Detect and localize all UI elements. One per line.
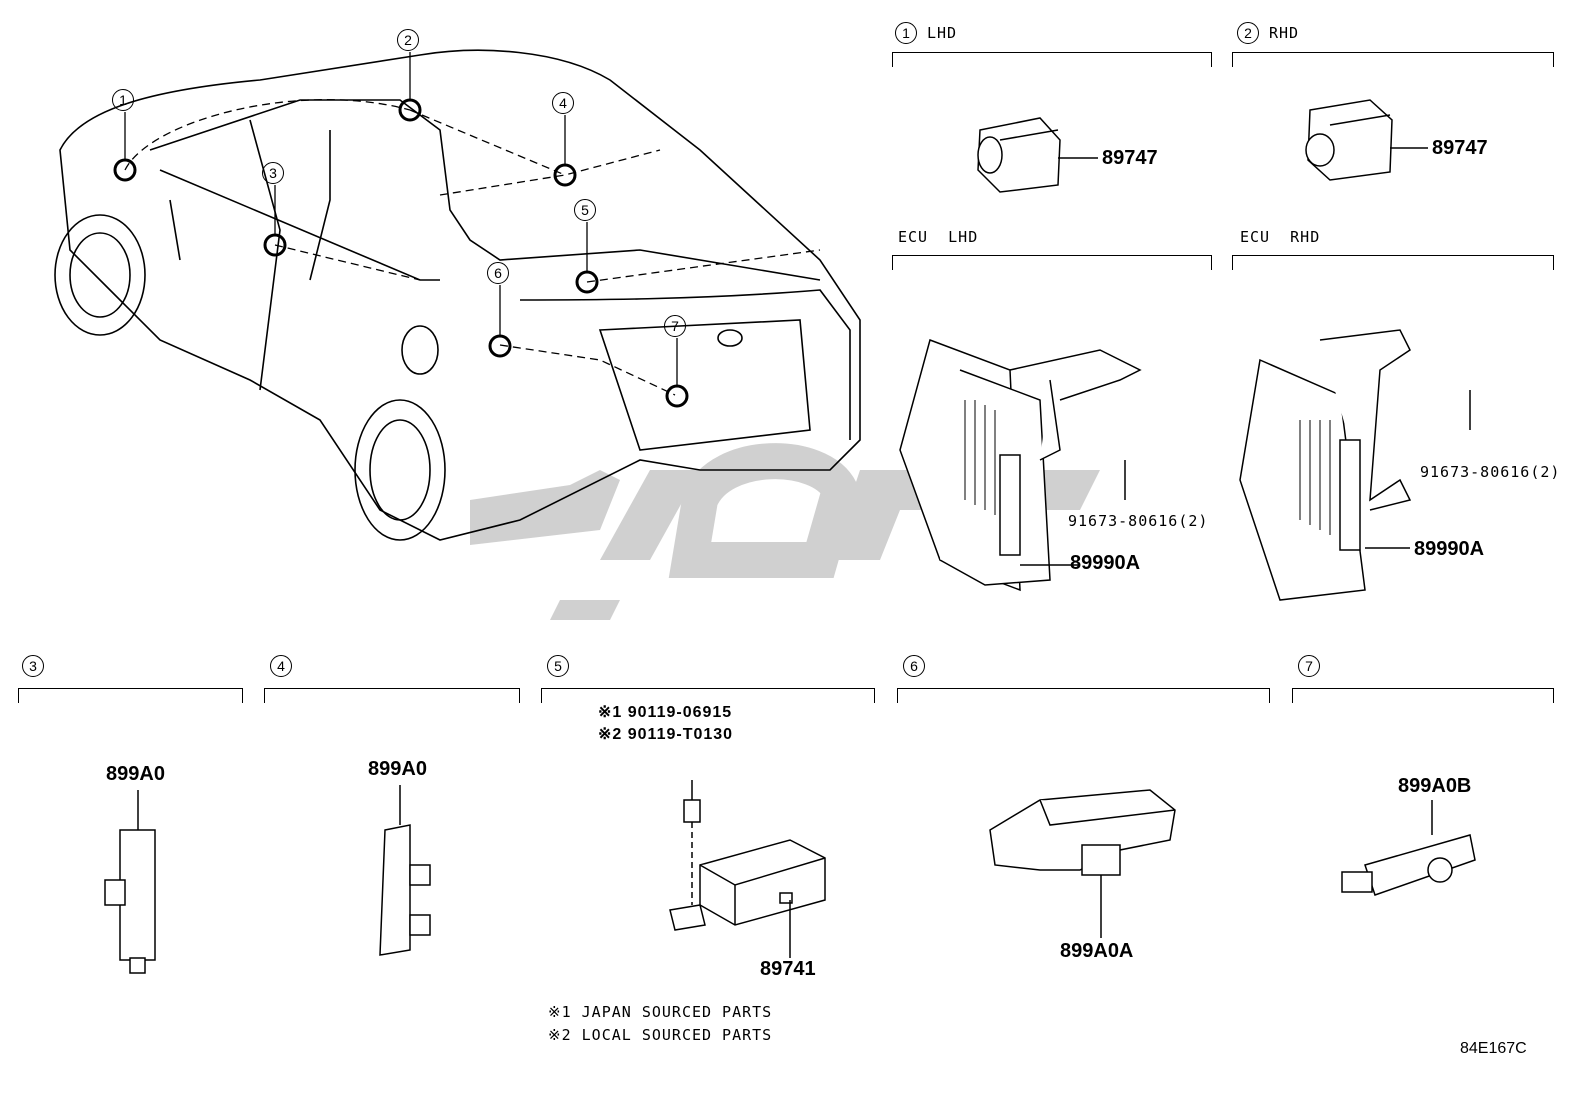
note-local-sourced: ※2 LOCAL SOURCED PARTS [548, 1026, 773, 1044]
diagram-code: 84E167C [1460, 1040, 1527, 1057]
section-3-bracket [18, 688, 243, 703]
part-89741-art [669, 780, 826, 958]
section-4-bracket [264, 688, 520, 703]
section-3-number: 3 [22, 655, 44, 677]
callout-3: 3 [262, 162, 284, 184]
callout-1: 1 [112, 89, 134, 111]
part-89747-rhd-label: 89747 [1432, 137, 1488, 159]
ecu-lhd-title: ECU LHD [898, 228, 979, 246]
ecu-rhd-bracket [1232, 255, 1554, 270]
callout-7: 7 [664, 315, 686, 337]
wiring-dashed [124, 99, 821, 396]
part-899a0a-art [989, 789, 1176, 938]
section-5-bracket [541, 688, 875, 703]
part-89747-rhd [1305, 99, 1428, 181]
part-89747-lhd [977, 117, 1098, 193]
section-1-number: 1 [895, 22, 917, 44]
part-899a0a-label: 899A0A [1060, 940, 1134, 962]
part-899a0b-label: 899A0B [1398, 775, 1472, 797]
note-japan-sourced: ※1 JAPAN SOURCED PARTS [548, 1003, 773, 1021]
callout-2: 2 [397, 29, 419, 51]
ecu-rhd-part-label: 89990A [1414, 538, 1485, 560]
section-4-number: 4 [270, 655, 292, 677]
section-6-number: 6 [903, 655, 925, 677]
callout-5: 5 [574, 199, 596, 221]
section-2-bracket [1232, 52, 1554, 67]
callout-leaders [124, 52, 678, 386]
section-1-title: LHD [927, 24, 958, 42]
ecu-lhd-bracket [892, 255, 1212, 270]
callout-6: 6 [487, 262, 509, 284]
section-7-bracket [1292, 688, 1554, 703]
part-89741-label: 89741 [760, 958, 816, 980]
ecu-lhd-screw-label: 91673-80616(2) [1068, 512, 1209, 530]
part-899a0-s3 [104, 790, 156, 974]
section-2-header: 2 RHD [1237, 22, 1299, 44]
part-899a0-s4 [379, 785, 431, 956]
part-899a0-s3-label: 899A0 [106, 763, 165, 785]
ecu-lhd-art [899, 339, 1142, 592]
part-899a0-s4-label: 899A0 [368, 758, 427, 780]
section-6-bracket [897, 688, 1270, 703]
section-2-title: RHD [1269, 24, 1300, 42]
bolt-2-label: ※2 90119-T0130 [598, 726, 734, 743]
section-1-bracket [892, 52, 1212, 67]
part-89747-lhd-label: 89747 [1102, 147, 1158, 169]
section-5-number: 5 [547, 655, 569, 677]
ecu-lhd-part-label: 89990A [1070, 552, 1141, 574]
part-899a0b-art [1341, 800, 1476, 896]
section-1-header: 1 LHD [895, 22, 957, 44]
ecu-rhd-screw-label: 91673-80616(2) [1420, 463, 1561, 481]
callout-4: 4 [552, 92, 574, 114]
section-2-number: 2 [1237, 22, 1259, 44]
ecu-rhd-art [1239, 329, 1471, 601]
ecu-rhd-title: ECU RHD [1240, 228, 1321, 246]
bolt-1-label: ※1 90119-06915 [598, 704, 733, 721]
section-7-number: 7 [1298, 655, 1320, 677]
